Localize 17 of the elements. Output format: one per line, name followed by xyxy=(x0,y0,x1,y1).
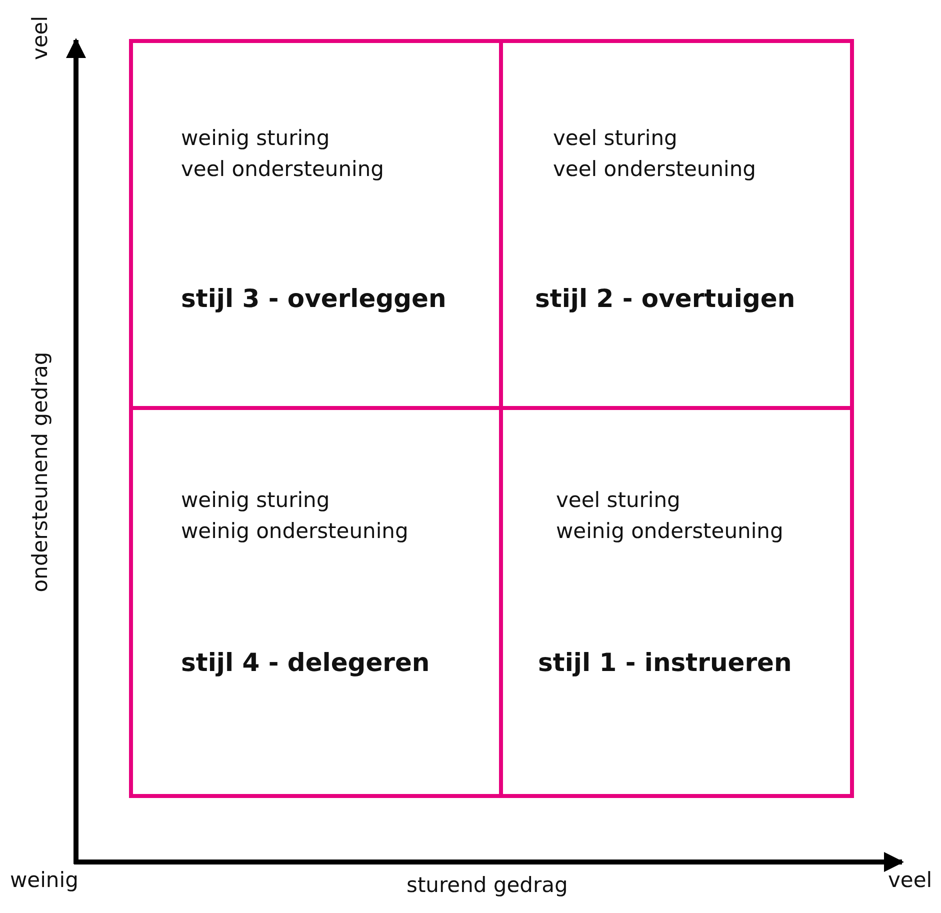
axis-title: sturend gedrag xyxy=(406,873,568,897)
quadrant-title: stijl 1 - instrueren xyxy=(538,647,792,678)
quadrant-title: stijl 2 - overtuigen xyxy=(535,283,796,314)
quadrant-title: stijl 4 - delegeren xyxy=(181,647,430,678)
description-text: weinig ondersteuning xyxy=(556,518,784,545)
description-text: veel ondersteuning xyxy=(553,156,756,183)
description-text: weinig ondersteuning xyxy=(181,518,408,545)
description-text: veel sturing xyxy=(556,487,680,514)
description-text: weinig sturing xyxy=(181,487,330,514)
axis-end-label: veel xyxy=(28,16,52,60)
axis-title: ondersteunend gedrag xyxy=(28,352,52,592)
axis-end-label: weinig xyxy=(10,868,78,892)
description-text: veel ondersteuning xyxy=(181,156,384,183)
quadrant-title: stijl 3 - overleggen xyxy=(181,283,446,314)
description-text: veel sturing xyxy=(553,125,678,152)
axis-end-label: veel xyxy=(888,868,932,892)
description-text: weinig sturing xyxy=(181,125,330,152)
